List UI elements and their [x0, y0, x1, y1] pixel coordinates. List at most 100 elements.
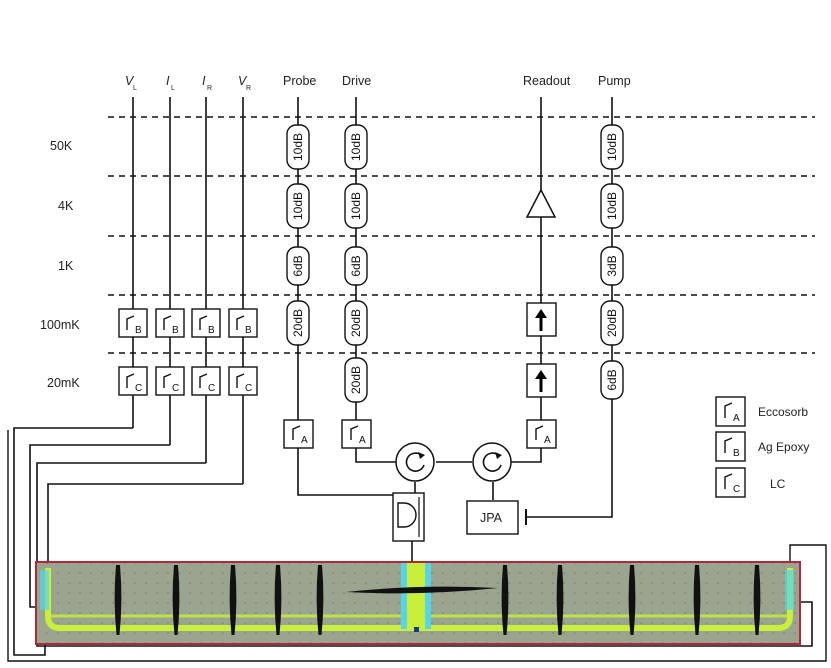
- svg-text:20dB: 20dB: [291, 309, 305, 337]
- wire-vr-route: [47, 483, 243, 562]
- resonator-stripe: [172, 565, 180, 635]
- circulator-arrow-icon: [482, 452, 502, 472]
- svg-text:C: C: [135, 383, 142, 394]
- ag-epoxy-filter-2: B: [191, 308, 221, 338]
- svg-text:A: A: [544, 435, 551, 446]
- lc-filter-0: C: [118, 366, 148, 396]
- wire-readout: [510, 97, 542, 463]
- dc-filters: B C B C B C B C: [118, 308, 258, 396]
- hemt-amplifier-icon: [525, 188, 557, 218]
- attenuator-pump-2: 3dB: [600, 246, 624, 286]
- resonator-stripe: [556, 565, 564, 635]
- stage-label-100mk: 100mK: [40, 318, 80, 332]
- svg-text:20dB: 20dB: [349, 366, 363, 394]
- circulator-left: [395, 442, 435, 482]
- stage-label-1k: 1K: [58, 259, 74, 273]
- rf-line-label-pump: Pump: [598, 74, 631, 88]
- ag-epoxy-filter-3: B: [228, 308, 258, 338]
- resonator-stripe: [114, 565, 122, 635]
- resonator-stripe: [316, 565, 324, 635]
- legend-item-ag-epoxy: B Ag Epoxy: [715, 431, 809, 462]
- lc-filter-2: C: [191, 366, 221, 396]
- svg-text:10dB: 10dB: [605, 133, 619, 161]
- svg-text:B: B: [172, 325, 179, 336]
- svg-text:I: I: [202, 74, 206, 88]
- svg-text:R: R: [246, 85, 251, 92]
- svg-text:6dB: 6dB: [605, 369, 619, 390]
- attenuator-probe-2: 6dB: [286, 246, 310, 286]
- attenuator-probe-1: 10dB: [286, 183, 310, 229]
- svg-text:R: R: [207, 85, 212, 92]
- svg-text:10dB: 10dB: [291, 192, 305, 220]
- svg-text:A: A: [301, 435, 308, 446]
- legend: A Eccosorb B Ag Epoxy C LC: [715, 396, 809, 498]
- dc-line-label-vr: V R: [238, 74, 251, 92]
- dc-line-label-il: I L: [166, 74, 175, 92]
- svg-text:10dB: 10dB: [291, 133, 305, 161]
- eccosorb-filter-probe: A: [283, 419, 314, 449]
- stage-dividers: [108, 116, 815, 354]
- svg-text:C: C: [733, 484, 740, 495]
- svg-text:C: C: [208, 383, 215, 394]
- attenuator-drive-1: 10dB: [344, 183, 368, 229]
- attenuator-drive-3: 20dB: [344, 300, 368, 346]
- svg-text:6dB: 6dB: [349, 255, 363, 276]
- stage-label-50k: 50K: [50, 139, 73, 153]
- resonator-stripe: [628, 565, 636, 635]
- attenuator-drive-0: 10dB: [344, 124, 368, 170]
- attenuator-pump-4: 6dB: [600, 360, 624, 400]
- legend-label-ag-epoxy: Ag Epoxy: [758, 440, 809, 454]
- svg-text:L: L: [133, 85, 137, 92]
- svg-text:3dB: 3dB: [605, 255, 619, 276]
- svg-text:B: B: [208, 325, 215, 336]
- svg-text:B: B: [733, 448, 740, 459]
- legend-item-eccosorb: A Eccosorb: [715, 396, 808, 427]
- wire-loop-right: [7, 430, 827, 662]
- circulator-arrow-icon: [405, 452, 425, 472]
- resonator-stripe: [274, 565, 282, 635]
- jpa-label: JPA: [480, 511, 503, 525]
- resonators: [114, 565, 761, 635]
- svg-text:V: V: [125, 74, 135, 88]
- dc-line-label-ir: I R: [202, 74, 212, 92]
- attenuator-pump-1: 10dB: [600, 183, 624, 229]
- svg-text:A: A: [733, 413, 740, 424]
- svg-text:10dB: 10dB: [349, 192, 363, 220]
- legend-label-eccosorb: Eccosorb: [758, 405, 808, 419]
- svg-text:V: V: [238, 74, 248, 88]
- resonator-stripe: [229, 565, 237, 635]
- svg-text:B: B: [245, 325, 252, 336]
- svg-text:C: C: [245, 383, 252, 394]
- wire-pump: [526, 97, 613, 518]
- directional-coupler: [392, 492, 425, 542]
- rf-line-label-drive: Drive: [342, 74, 371, 88]
- attenuators: 10dB 10dB 6dB 20dB 10dB 10dB 6dB 20dB 20dB 10dB 10…: [286, 124, 624, 403]
- isolator-100mk: [526, 302, 557, 337]
- lc-filter-1: C: [155, 366, 185, 396]
- legend-item-lc: C LC: [715, 467, 786, 498]
- wire-ir-route: [36, 462, 813, 647]
- arrow-up-icon: [535, 309, 547, 318]
- svg-text:6dB: 6dB: [291, 255, 305, 276]
- arrow-up-icon: [535, 370, 547, 379]
- svg-text:10dB: 10dB: [349, 133, 363, 161]
- central-resonator: [346, 586, 498, 594]
- attenuator-drive-4: 20dB: [344, 357, 368, 403]
- svg-text:I: I: [166, 74, 170, 88]
- resonator-stripe: [753, 565, 761, 635]
- attenuator-pump-3: 20dB: [600, 300, 624, 346]
- attenuator-pump-0: 10dB: [600, 124, 624, 170]
- stage-label-4k: 4K: [58, 199, 74, 213]
- resonator-stripe: [693, 565, 701, 635]
- svg-text:B: B: [135, 325, 142, 336]
- svg-text:A: A: [359, 435, 366, 446]
- wire-probe: [297, 97, 395, 496]
- legend-label-lc: LC: [770, 477, 786, 491]
- eccosorb-filter-drive: A: [341, 419, 372, 449]
- ag-epoxy-filter-0: B: [118, 308, 148, 338]
- stage-label-20mk: 20mK: [47, 376, 80, 390]
- attenuator-drive-2: 6dB: [344, 246, 368, 286]
- circulator-right: [472, 442, 512, 482]
- svg-text:L: L: [171, 85, 175, 92]
